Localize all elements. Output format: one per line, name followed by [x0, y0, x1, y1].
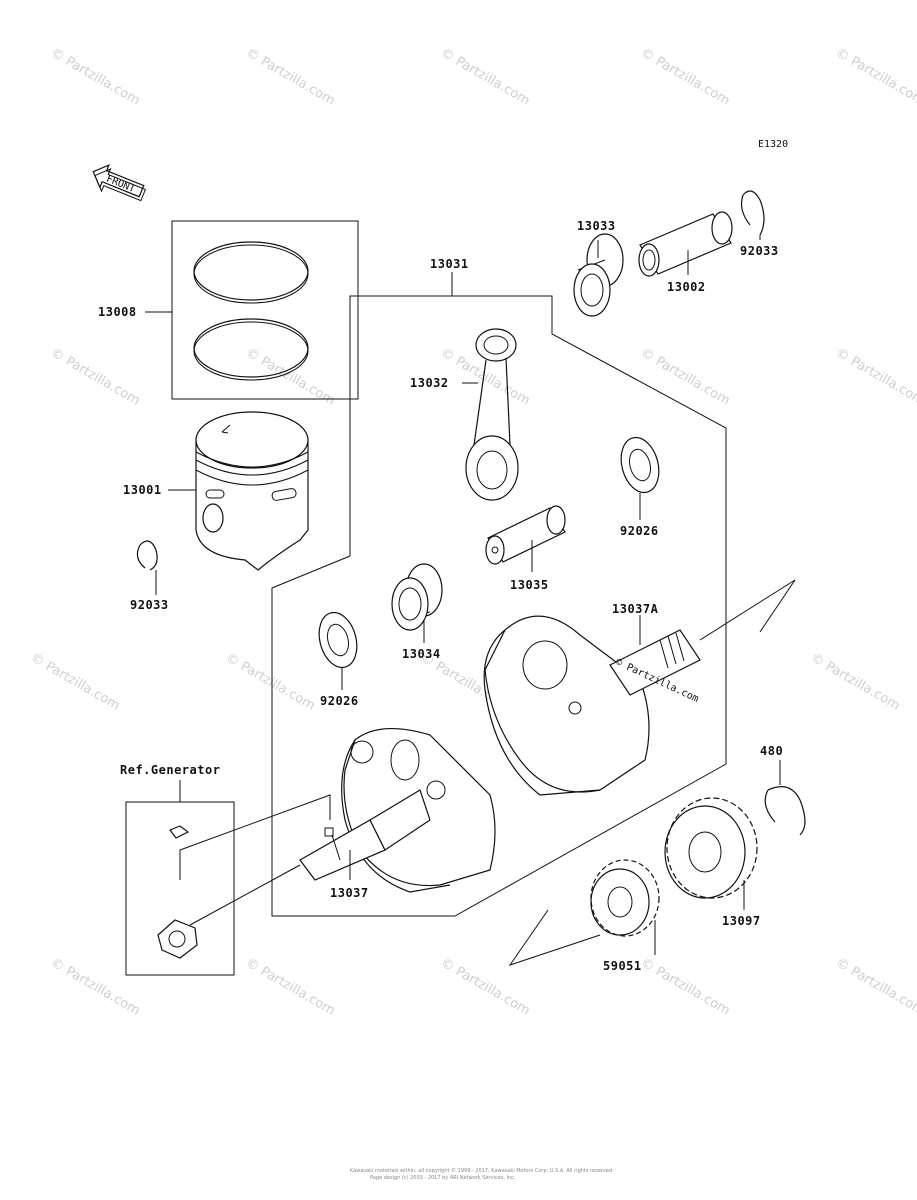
- watermark: © Partzilla.com: [833, 955, 917, 1018]
- label-13037A: 13037A: [612, 602, 659, 616]
- thrust-washer-92026-left[interactable]: [313, 608, 362, 690]
- watermark: © Partzilla.com: [808, 650, 902, 713]
- circlip-92033-left[interactable]: [136, 540, 158, 595]
- piston-pin-13002[interactable]: [638, 211, 733, 277]
- gear-59051[interactable]: [508, 859, 660, 966]
- watermark: © Partzilla.com: [243, 955, 337, 1018]
- watermark: © Partzilla.com: [638, 45, 732, 108]
- label-13032: 13032: [410, 376, 449, 390]
- ref-generator-label: Ref.Generator: [120, 763, 220, 777]
- label-13008: 13008: [98, 305, 137, 319]
- needle-bearing-13033[interactable]: [573, 233, 624, 317]
- label-92033-right: 92033: [740, 244, 779, 258]
- label-92026-left: 92026: [320, 694, 359, 708]
- crank-pin-13035[interactable]: [485, 505, 566, 572]
- label-92033-left: 92033: [130, 598, 169, 612]
- watermark: © Partzilla.com: [48, 955, 142, 1018]
- label-13002: 13002: [667, 280, 706, 294]
- assembly-outline-13031: [271, 272, 727, 917]
- piston-13001[interactable]: [168, 411, 309, 571]
- watermark: © Partzilla.com: [243, 45, 337, 108]
- label-13097: 13097: [722, 914, 761, 928]
- label-13034: 13034: [402, 647, 441, 661]
- connecting-rod-13032[interactable]: [462, 328, 519, 501]
- crank-half-13037[interactable]: [299, 728, 496, 893]
- label-59051: 59051: [603, 959, 642, 973]
- watermark: © Partzilla.com: [638, 345, 732, 408]
- needle-bearing-13034[interactable]: [391, 563, 443, 643]
- watermark: © Partzilla.com: [833, 45, 917, 108]
- watermark: © Partzilla.com: [438, 955, 532, 1018]
- ref-generator-box: [125, 780, 331, 976]
- label-92026-right: 92026: [620, 524, 659, 538]
- label-13031: 13031: [430, 257, 469, 271]
- label-13037: 13037: [330, 886, 369, 900]
- front-arrow-icon: FRONT: [92, 163, 147, 202]
- watermark: © Partzilla.com: [223, 650, 317, 713]
- label-13033: 13033: [577, 219, 616, 233]
- gear-13097[interactable]: [664, 797, 758, 910]
- watermark: © Partzilla.com: [48, 45, 142, 108]
- watermark: © Partzilla.com: [48, 345, 142, 408]
- label-13001: 13001: [123, 483, 162, 497]
- piston-rings-13008[interactable]: [145, 220, 359, 400]
- watermark: © Partzilla.com: [28, 650, 122, 713]
- label-13035: 13035: [510, 578, 549, 592]
- footer-design: Page design (c) 2003 - 2017 by ARI Netwo…: [370, 1175, 516, 1181]
- circlip-480[interactable]: [764, 760, 806, 836]
- label-480: 480: [760, 744, 783, 758]
- footer-copyright: Kawasaki materials within, all copyright…: [350, 1167, 614, 1174]
- watermark: © Partzilla.com: [438, 45, 532, 108]
- watermark: © Partzilla.com: [833, 345, 917, 408]
- watermark: © Partzilla.com: [638, 955, 732, 1018]
- thrust-washer-92026-right[interactable]: [615, 433, 664, 520]
- diagram-code: E1320: [758, 139, 788, 150]
- crank-half-13037A[interactable]: [483, 579, 796, 796]
- circlip-92033-right[interactable]: [740, 190, 765, 240]
